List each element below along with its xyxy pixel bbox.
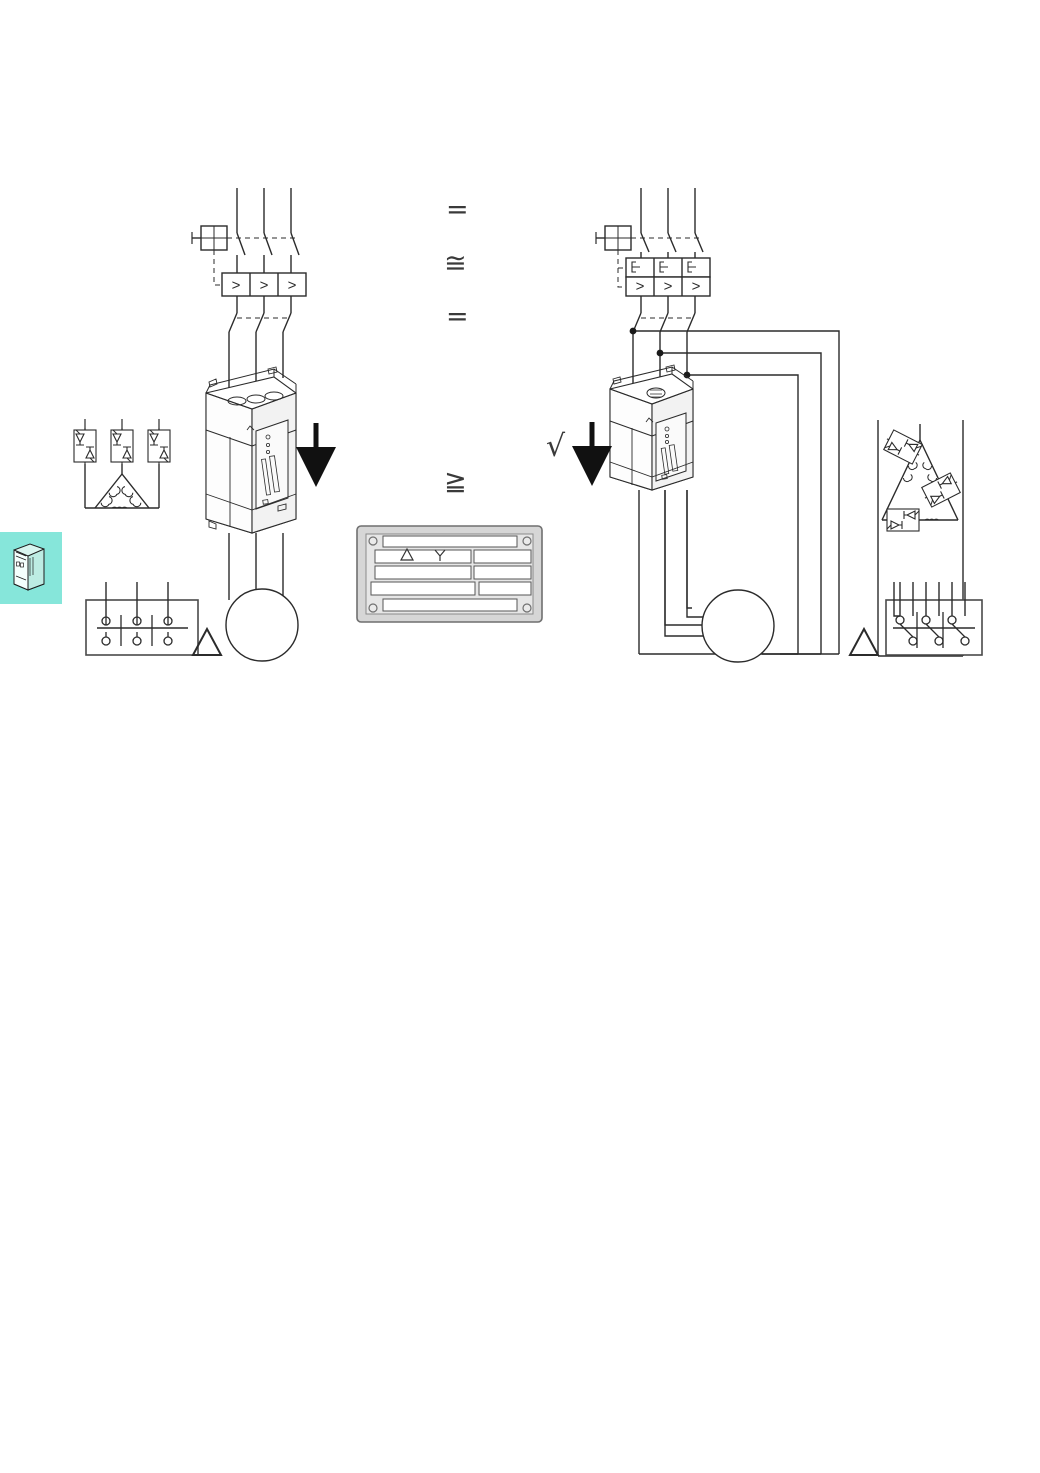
supply-lines-right — [640, 188, 696, 233]
soft-starter-device-6-wire[interactable] — [609, 364, 694, 491]
in-line-connection-diagram — [73, 188, 336, 662]
inside-delta-supply-routing — [629, 327, 840, 654]
motor-rating-nameplate — [356, 525, 543, 623]
sqrt-symbol: √ — [546, 429, 566, 464]
relation-symbol-4: ≧ — [444, 466, 467, 497]
soft-starter-chapter-tab[interactable] — [0, 532, 62, 604]
delta-connection-symbol-right — [848, 626, 880, 656]
inside-delta-connection-diagram — [572, 188, 983, 663]
motor-terminal-block-inside-delta — [885, 582, 983, 656]
antiparallel-thyristor-delta-schematic — [73, 419, 171, 509]
motor-symbol — [225, 588, 299, 662]
soft-starter-device-icon — [13, 543, 45, 591]
starter-output-lines-left — [228, 533, 284, 600]
motor-terminal-block-delta — [85, 582, 199, 656]
motor-protection-circuit-breaker — [595, 225, 711, 333]
motor-protection-circuit-breaker — [191, 225, 307, 333]
supply-lines-left — [236, 188, 292, 233]
motor-symbol — [701, 589, 775, 663]
soft-starter-device-3-wire[interactable] — [205, 366, 297, 534]
magnetic-trip-label: > — [288, 277, 297, 294]
magnetic-trip-label: > — [636, 278, 645, 295]
relation-symbol-2: ≅ — [444, 248, 467, 279]
magnetic-trip-label: > — [232, 277, 241, 294]
relation-symbol-1: = — [446, 194, 469, 225]
delta-connection-symbol-left — [191, 626, 223, 656]
magnetic-trip-label: > — [692, 278, 701, 295]
inside-delta-thyristor-schematic — [877, 420, 964, 657]
magnetic-trip-label: > — [260, 277, 269, 294]
relation-symbol-3: = — [446, 301, 469, 332]
magnetic-trip-label: > — [664, 278, 673, 295]
